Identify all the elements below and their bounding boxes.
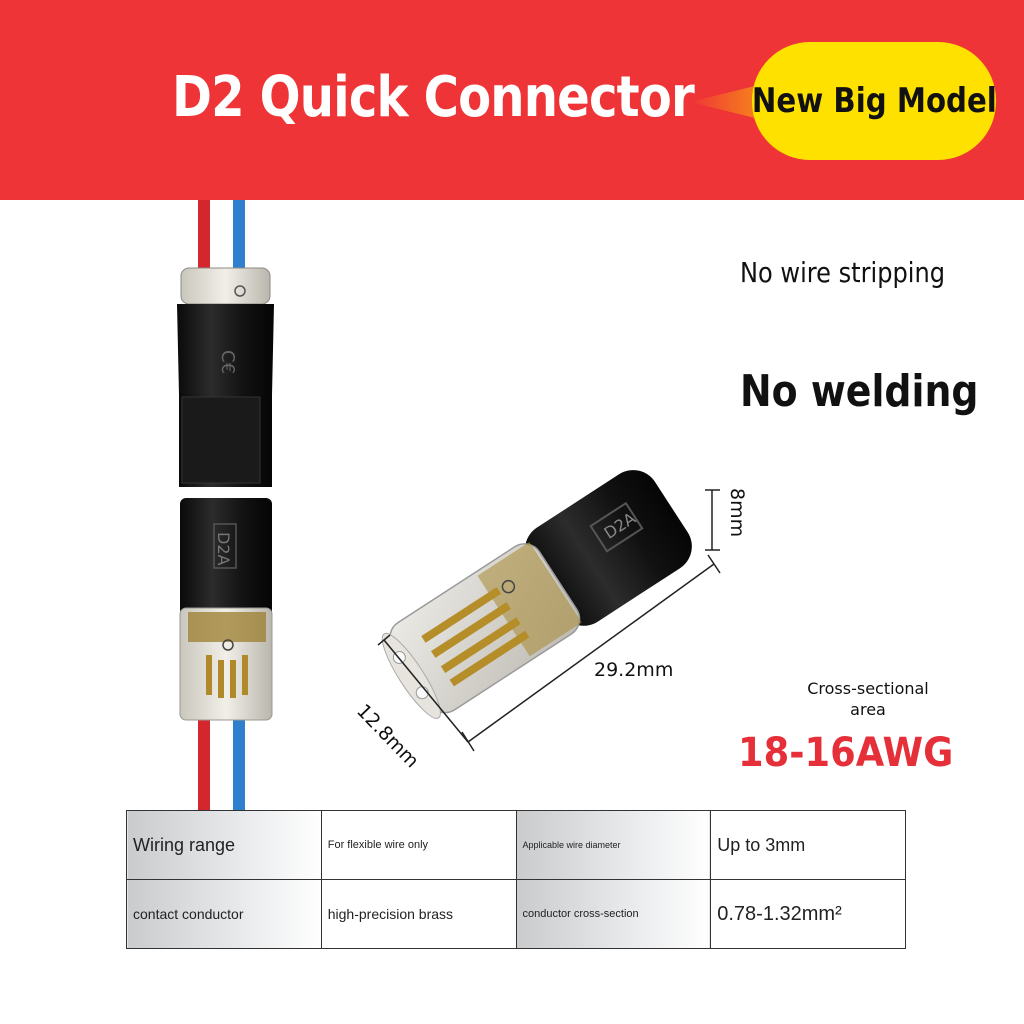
table-row: contact conductor high-precision brass c…: [126, 879, 906, 949]
spec-cell: For flexible wire only: [320, 810, 517, 880]
connector-angled: D2A: [381, 470, 692, 719]
feature-no-wire-stripping: No wire stripping: [740, 256, 946, 289]
spec-cell: Wiring range: [126, 810, 322, 880]
spec-cell: 0.78-1.32mm²: [710, 879, 906, 949]
spec-cell: contact conductor: [126, 879, 322, 949]
connector-top-half: C€: [177, 267, 274, 487]
new-model-badge: New Big Model: [752, 42, 996, 160]
page-title: D2 Quick Connector: [172, 65, 695, 130]
dimension-length-label: 29.2mm: [594, 659, 674, 681]
spec-cell: Up to 3mm: [710, 810, 906, 880]
feature-no-welding: No welding: [740, 366, 979, 417]
new-model-badge-label: New Big Model: [751, 81, 997, 121]
table-row: Wiring range For flexible wire only Appl…: [126, 810, 906, 880]
cross-section-value: 18-16AWG: [738, 730, 954, 776]
spec-cell: conductor cross-section: [515, 879, 712, 949]
connector-bottom-half: D2A: [179, 498, 273, 721]
spec-table: Wiring range For flexible wire only Appl…: [126, 810, 906, 949]
spec-cell: Applicable wire diameter: [515, 810, 712, 880]
dimension-height-label: 8mm: [726, 488, 748, 538]
dimension-lines: [377, 489, 721, 752]
svg-text:C€: C€: [217, 350, 238, 374]
cross-section-label: Cross-sectional area: [807, 679, 929, 719]
spec-cell: high-precision brass: [320, 879, 517, 949]
wires: [198, 200, 245, 810]
svg-text:D2A: D2A: [214, 532, 233, 566]
title-banner: D2 Quick Connector New Big Model: [0, 0, 1024, 200]
